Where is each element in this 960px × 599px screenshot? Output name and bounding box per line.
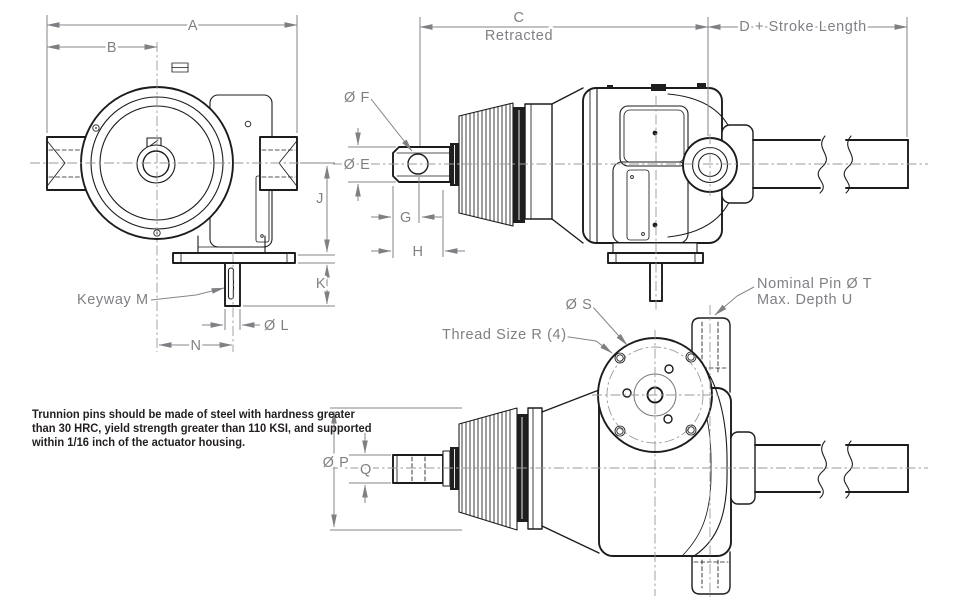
cylinder-cap <box>524 103 553 220</box>
label-pin-depth: Nominal Pin Ø T Max. Depth U <box>714 274 874 316</box>
dim-label-d: D + Stroke Length <box>739 19 866 35</box>
dim-d-stroke: D + Stroke Length <box>707 17 908 137</box>
bellows-boot <box>458 102 514 227</box>
keyway-label: Keyway M <box>77 292 149 308</box>
note-line-2: than 30 HRC, yield strength greater than… <box>32 423 372 435</box>
side-output-flange <box>607 252 704 264</box>
label-dia-s: Ø S <box>563 295 628 346</box>
flange-screw <box>92 124 100 132</box>
rod-end-clevis <box>392 146 451 183</box>
dim-label-h: H <box>412 244 423 260</box>
dim-label-e: Ø E <box>344 157 371 173</box>
dim-label-n: N <box>190 338 201 354</box>
thread-hole <box>614 352 626 364</box>
label-thread-size: Thread Size R (4) <box>440 325 613 354</box>
break-line <box>843 135 853 194</box>
dim-e: Ø E <box>341 128 396 201</box>
front-output-flange <box>172 235 296 264</box>
bottom-bellows <box>458 407 518 531</box>
note-line-3: within 1/16 inch of the actuator housing… <box>31 437 245 449</box>
cylinder-tube <box>752 135 909 194</box>
dim-n: N <box>158 336 233 357</box>
break-line <box>843 440 853 499</box>
side-view-retracted <box>333 83 928 312</box>
dim-label-c-sub: Retracted <box>485 28 553 44</box>
dim-label-p: Ø P <box>323 455 350 471</box>
side-trunnion-pin <box>682 137 738 193</box>
front-output-shaft <box>224 262 241 307</box>
bottom-cylinder-tube <box>754 440 909 499</box>
dim-b: B <box>46 38 158 59</box>
label-dia-f: Ø F <box>342 88 413 152</box>
front-input-bore <box>136 137 176 184</box>
note-line-1: Trunnion pins should be made of steel wi… <box>32 409 355 421</box>
dim-label-g: G <box>400 210 412 226</box>
thread-hole <box>614 425 626 437</box>
dimensions: A B C Retracted D + Stroke Length J <box>46 8 908 531</box>
dim-k: K <box>243 262 335 307</box>
dim-label-f: Ø F <box>344 90 370 106</box>
dim-q: Q <box>349 433 391 503</box>
note-block: Trunnion pins should be made of steel wi… <box>31 409 372 449</box>
front-trunnion-pin-right <box>259 136 298 191</box>
break-line <box>817 135 827 194</box>
pin-label-line2: Max. Depth U <box>757 292 853 308</box>
nameplate <box>626 169 650 241</box>
front-view <box>30 42 322 352</box>
dim-label-c: C <box>513 10 524 26</box>
dim-label-k: K <box>316 276 326 292</box>
label-keyway: Keyway M <box>75 287 225 311</box>
dim-label-j: J <box>316 191 324 207</box>
dim-g: G <box>371 177 442 258</box>
thread-hole <box>685 424 697 436</box>
pin-label-line1: Nominal Pin Ø T <box>757 276 872 292</box>
thread-size-label: Thread Size R (4) <box>442 327 567 343</box>
dim-label-a: A <box>188 18 198 34</box>
dim-j: J <box>298 162 335 256</box>
dim-h: H <box>371 190 465 263</box>
dim-label-l: Ø L <box>264 318 289 334</box>
bottom-rod <box>392 454 444 484</box>
dim-label-s: Ø S <box>566 297 593 313</box>
dim-l: Ø L <box>202 309 291 337</box>
dim-c: C Retracted <box>419 8 709 146</box>
dim-label-q: Q <box>360 462 372 478</box>
dim-label-b: B <box>107 40 117 56</box>
bottom-trunnion-boss-bottom <box>691 551 731 595</box>
break-line <box>817 440 827 499</box>
thread-hole <box>685 351 697 363</box>
housing-top-mark <box>651 84 666 91</box>
bottom-view <box>332 305 928 597</box>
dim-p: Ø P <box>320 407 462 531</box>
dim-a: A <box>46 15 298 133</box>
